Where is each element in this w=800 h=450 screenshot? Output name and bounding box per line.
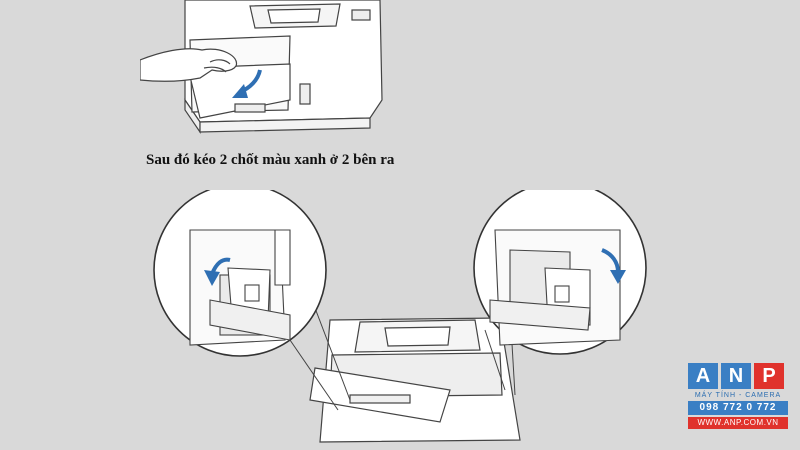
blue-arrow-down-icon [601,248,626,284]
blue-arrow-down-left-icon [204,257,231,286]
logo-letter-a: A [688,363,718,389]
logo-phone: 098 772 0 772 [688,401,788,415]
anp-logo: A N P MÁY TÍNH - CAMERA 098 772 0 772 WW… [688,363,788,439]
logo-letters: A N P [688,363,788,389]
logo-website: WWW.ANP.COM.VN [688,417,788,429]
left-green-lever-zoom-illustration [153,190,327,357]
logo-tagline: MÁY TÍNH - CAMERA [694,392,782,399]
instruction-caption: Sau đó kéo 2 chốt màu xanh ở 2 bên ra [146,152,395,168]
logo-letter-p: P [754,363,784,389]
right-green-lever-zoom-illustration [473,190,647,355]
printer-rear-fuser-illustration [153,190,647,443]
logo-letter-n: N [721,363,751,389]
printer-back-cover-open-illustration [140,0,383,134]
